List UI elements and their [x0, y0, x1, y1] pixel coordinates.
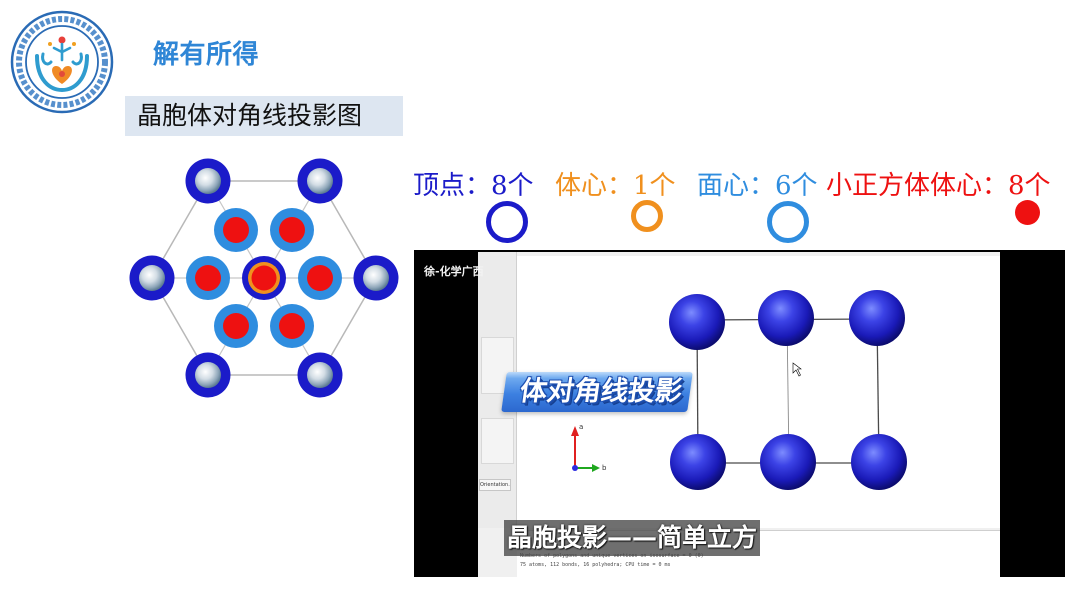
legend-small-cube-center-label: 小正方体体心：8个: [826, 171, 1051, 201]
axis-indicator: a b: [571, 423, 607, 472]
mouse-cursor-icon: [792, 362, 802, 377]
orientation-button: Orientation...: [479, 479, 511, 491]
c-axis-dot: [572, 465, 578, 471]
small-cube-center-dot: [223, 313, 249, 339]
a-axis-arrowhead: [571, 426, 579, 436]
legend-body-center-label: 体心：1个: [555, 171, 676, 201]
slide-title: 解有所得: [153, 40, 260, 70]
body-center-atom: [242, 256, 286, 300]
lattice-atom-sphere: [849, 290, 905, 346]
face-center-atom: [270, 208, 314, 252]
vertex-atom-sphere: [307, 362, 333, 388]
channel-watermark: 徐-化学广西: [424, 265, 484, 278]
video-caption: 晶胞投影——简单立方: [504, 520, 760, 556]
diagonal-projection-diagram: [129, 158, 399, 398]
vertex-ring-icon: [486, 201, 528, 243]
vertex-atom: [353, 255, 399, 301]
lattice-atom-sphere: [669, 294, 725, 350]
video-caption-text: 晶胞投影——简单立方: [507, 523, 758, 552]
overlay-title-banner: 体对角线投影: [501, 372, 693, 412]
lattice-atom-sphere: [851, 434, 907, 490]
face-center-atom: [214, 304, 258, 348]
vertex-atom: [185, 352, 231, 398]
face-center-atom: [186, 256, 230, 300]
logo-ring-lettering: [16, 16, 108, 108]
b-axis-arrowhead: [592, 464, 600, 472]
vertex-atom-sphere: [139, 265, 165, 291]
small-cube-center-dot: [223, 217, 249, 243]
logo-figure-body: [52, 42, 72, 62]
logo-right-dot: [72, 42, 76, 46]
face-center-ring-icon: [767, 201, 809, 243]
face-center-atom: [270, 304, 314, 348]
panel-group-box: [481, 418, 514, 464]
overlay-title-text: 体对角线投影: [517, 376, 685, 407]
a-axis-label: a: [579, 423, 583, 431]
legend-face-center-label: 面心：6个: [697, 171, 818, 201]
face-center-atom: [214, 208, 258, 252]
vertex-atom: [297, 352, 343, 398]
vertex-atom: [129, 255, 175, 301]
b-axis-label: b: [602, 464, 607, 472]
vertex-atom-sphere: [307, 168, 333, 194]
logo-right-curl: [71, 52, 83, 66]
face-center-atom: [298, 256, 342, 300]
logo-figure-head: [58, 36, 66, 44]
school-logo: [10, 10, 114, 114]
small-cube-center-dot: [279, 217, 305, 243]
subtitle-text: 晶胞体对角线投影图: [137, 101, 363, 130]
small-cube-center-dot: [307, 265, 333, 291]
logo-hands-shape: [35, 54, 89, 93]
vertex-atom-sphere: [363, 265, 389, 291]
small-cube-center-dot-icon: [1015, 200, 1040, 225]
small-cube-center-dot: [279, 313, 305, 339]
video-frame: Orientation... Numbers of polygons and u…: [414, 250, 1065, 577]
vertex-atom-sphere: [195, 362, 221, 388]
console-line: 75 atoms, 112 bonds, 16 polyhedra; CPU t…: [520, 562, 671, 568]
vertex-atom-sphere: [195, 168, 221, 194]
body-center-red-dot: [251, 265, 277, 291]
lattice-atom-sphere: [760, 434, 816, 490]
lattice-atom-sphere: [670, 434, 726, 490]
crystal-viewer-render: a b: [571, 290, 907, 490]
logo-heart-core: [59, 71, 65, 77]
school-logo-icon: [10, 10, 114, 114]
logo-left-curl: [41, 52, 53, 66]
vertex-atom: [297, 158, 343, 204]
subtitle-box: 晶胞体对角线投影图: [125, 96, 403, 136]
legend-vertex-label: 顶点：8个: [413, 171, 534, 201]
console-line: Numbers of polygons and unique vertices …: [520, 553, 704, 559]
small-cube-center-dot: [195, 265, 221, 291]
lattice-atom-sphere: [758, 290, 814, 346]
vertex-atom: [185, 158, 231, 204]
logo-left-dot: [48, 42, 52, 46]
body-center-ring-icon: [631, 200, 663, 232]
